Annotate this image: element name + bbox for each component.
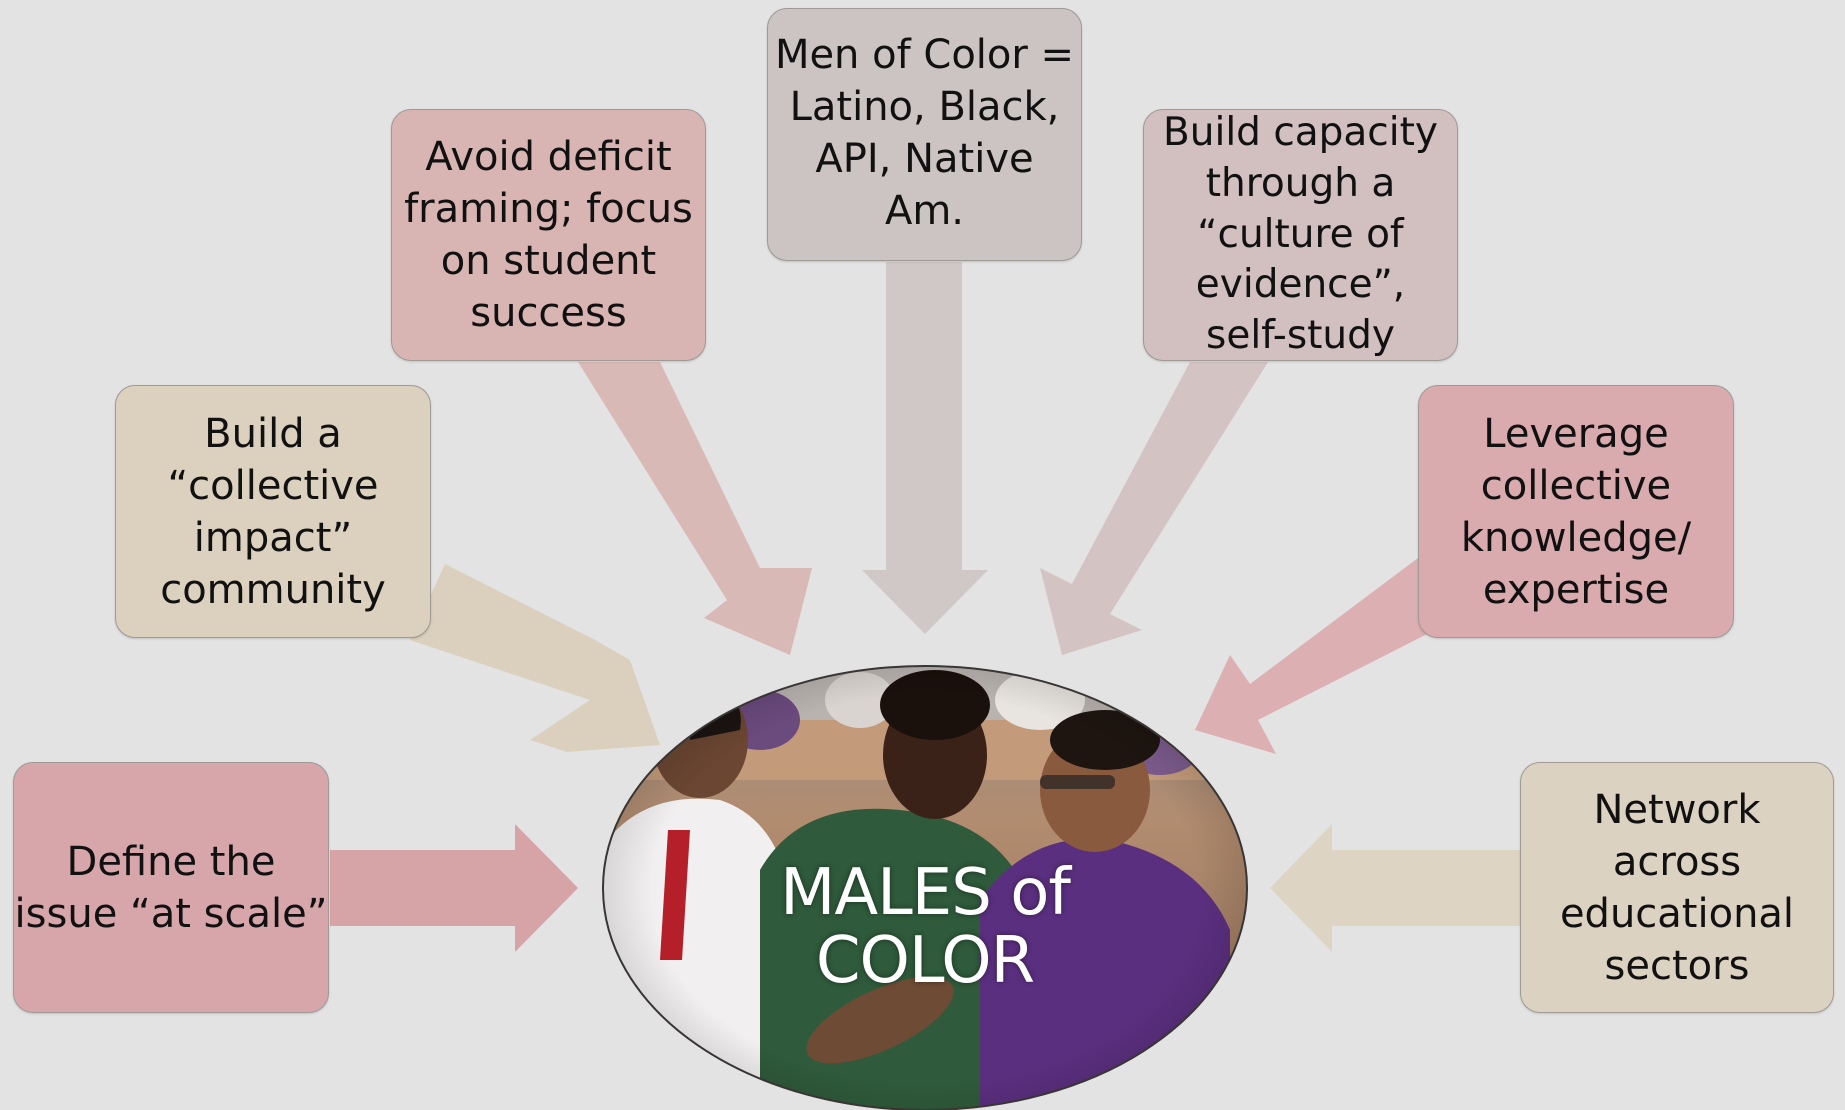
box-collective-impact-text: Build a “collective impact” community: [160, 410, 386, 613]
box-define-issue: Define the issue “at scale”: [13, 762, 329, 1013]
box-network: Network across educational sectors: [1520, 762, 1834, 1013]
center-label: MALES of COLOR: [780, 856, 1071, 998]
arrow-build-capacity: [1040, 362, 1268, 655]
arrow-avoid-deficit: [578, 362, 812, 655]
arrow-leverage: [1195, 558, 1435, 754]
box-leverage: Leverage collective knowledge/ expertise: [1418, 385, 1734, 638]
arrow-collective-impact: [410, 564, 660, 752]
box-men-of-color-text: Men of Color = Latino, Black, API, Nativ…: [774, 32, 1075, 234]
box-network-text: Network across educational sectors: [1559, 786, 1795, 989]
arrow-men-of-color: [862, 262, 988, 634]
box-leverage-text: Leverage collective knowledge/ expertise: [1460, 410, 1692, 613]
arrow-define: [330, 824, 578, 952]
arrows: [330, 262, 1520, 952]
box-avoid-deficit-text: Avoid deficit framing; focus on student …: [404, 134, 693, 336]
box-build-capacity-text: Build capacity through a “culture of evi…: [1163, 110, 1438, 359]
arrow-network: [1270, 824, 1520, 952]
center-ellipse-border: [602, 665, 1248, 1110]
box-collective-impact: Build a “collective impact” community: [115, 385, 431, 638]
box-build-capacity: Build capacity through a “culture of evi…: [1143, 109, 1458, 361]
box-men-of-color: Men of Color = Latino, Black, API, Nativ…: [767, 8, 1082, 261]
box-define-issue-text: Define the issue “at scale”: [14, 838, 328, 937]
box-avoid-deficit: Avoid deficit framing; focus on student …: [391, 109, 706, 361]
